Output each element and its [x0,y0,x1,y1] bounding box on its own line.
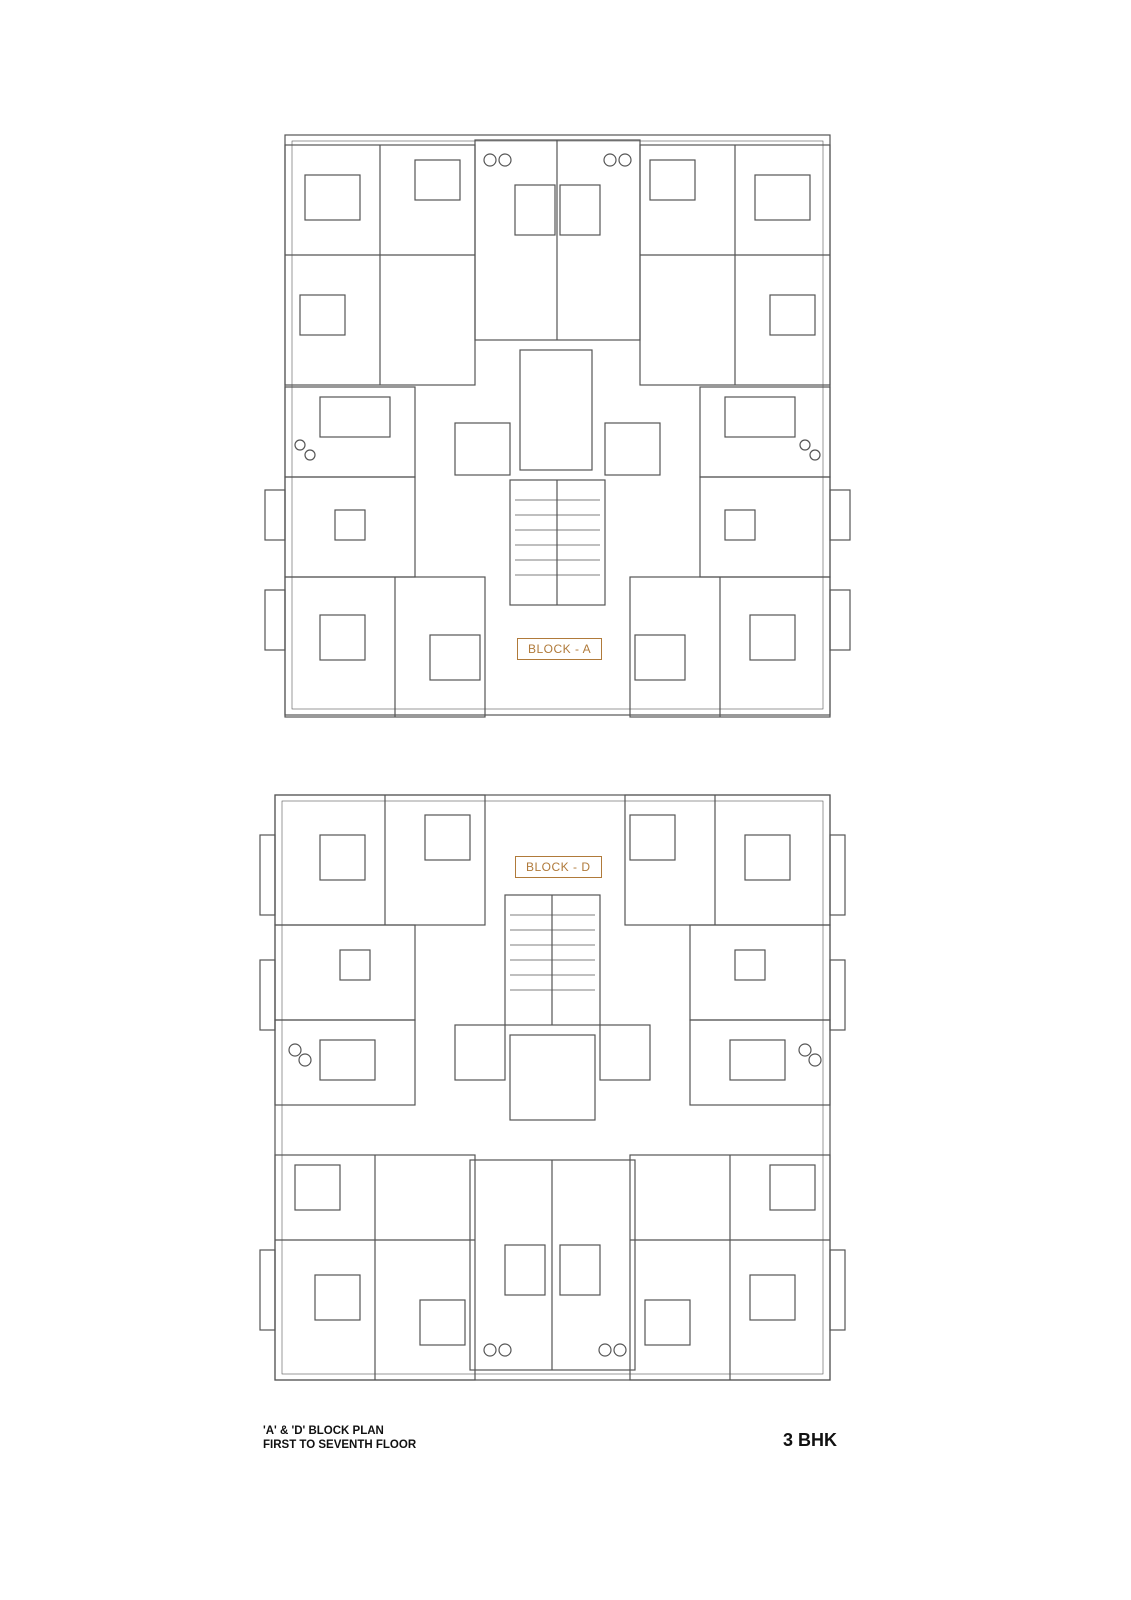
bed-icon [749,614,796,661]
bed-icon [304,174,361,221]
unit-mid-left [274,924,416,1021]
bed-icon [749,1274,796,1321]
block-d-label: BLOCK - D [515,856,602,878]
bed-icon [634,634,686,681]
lift [454,422,511,476]
bed-icon [629,814,676,861]
bed-icon [419,1299,466,1346]
plan-caption: 'A' & 'D' BLOCK PLAN FIRST TO SEVENTH FL… [263,1424,416,1452]
bed-icon [294,1164,341,1211]
block-a-drawing [264,134,851,718]
unit-bottom-right [629,576,831,718]
bed-icon [754,174,811,221]
block-d-drawing [259,794,846,1381]
bed-icon [424,814,471,861]
lift [604,422,661,476]
block-d-floor-plan: BLOCK - D [0,790,1131,1395]
block-a-label: BLOCK - A [517,638,603,660]
bed-icon [299,294,346,336]
bed-icon [414,159,461,201]
unit-mid-right [699,386,831,478]
bed-icon [319,834,366,881]
bed-icon [769,1164,816,1211]
bed-icon [644,1299,691,1346]
entrance-foyer [519,349,593,471]
unit-type-label: 3 BHK [783,1430,838,1450]
lift [454,1024,506,1081]
caption-line-1: 'A' & 'D' BLOCK PLAN [263,1425,384,1437]
entrance-foyer [509,1034,596,1121]
block-a-floor-plan: BLOCK - A [0,125,1131,730]
bed-icon [319,614,366,661]
lift [599,1024,651,1081]
bed-icon [429,634,481,681]
bed-icon [314,1274,361,1321]
unit-mid-right [689,924,831,1021]
unit-bottom-left [284,576,486,718]
unit-mid-left [284,386,416,478]
bed-icon [649,159,696,201]
bed-icon [769,294,816,336]
caption-line-2: FIRST TO SEVENTH FLOOR [263,1439,417,1451]
bed-icon [744,834,791,881]
